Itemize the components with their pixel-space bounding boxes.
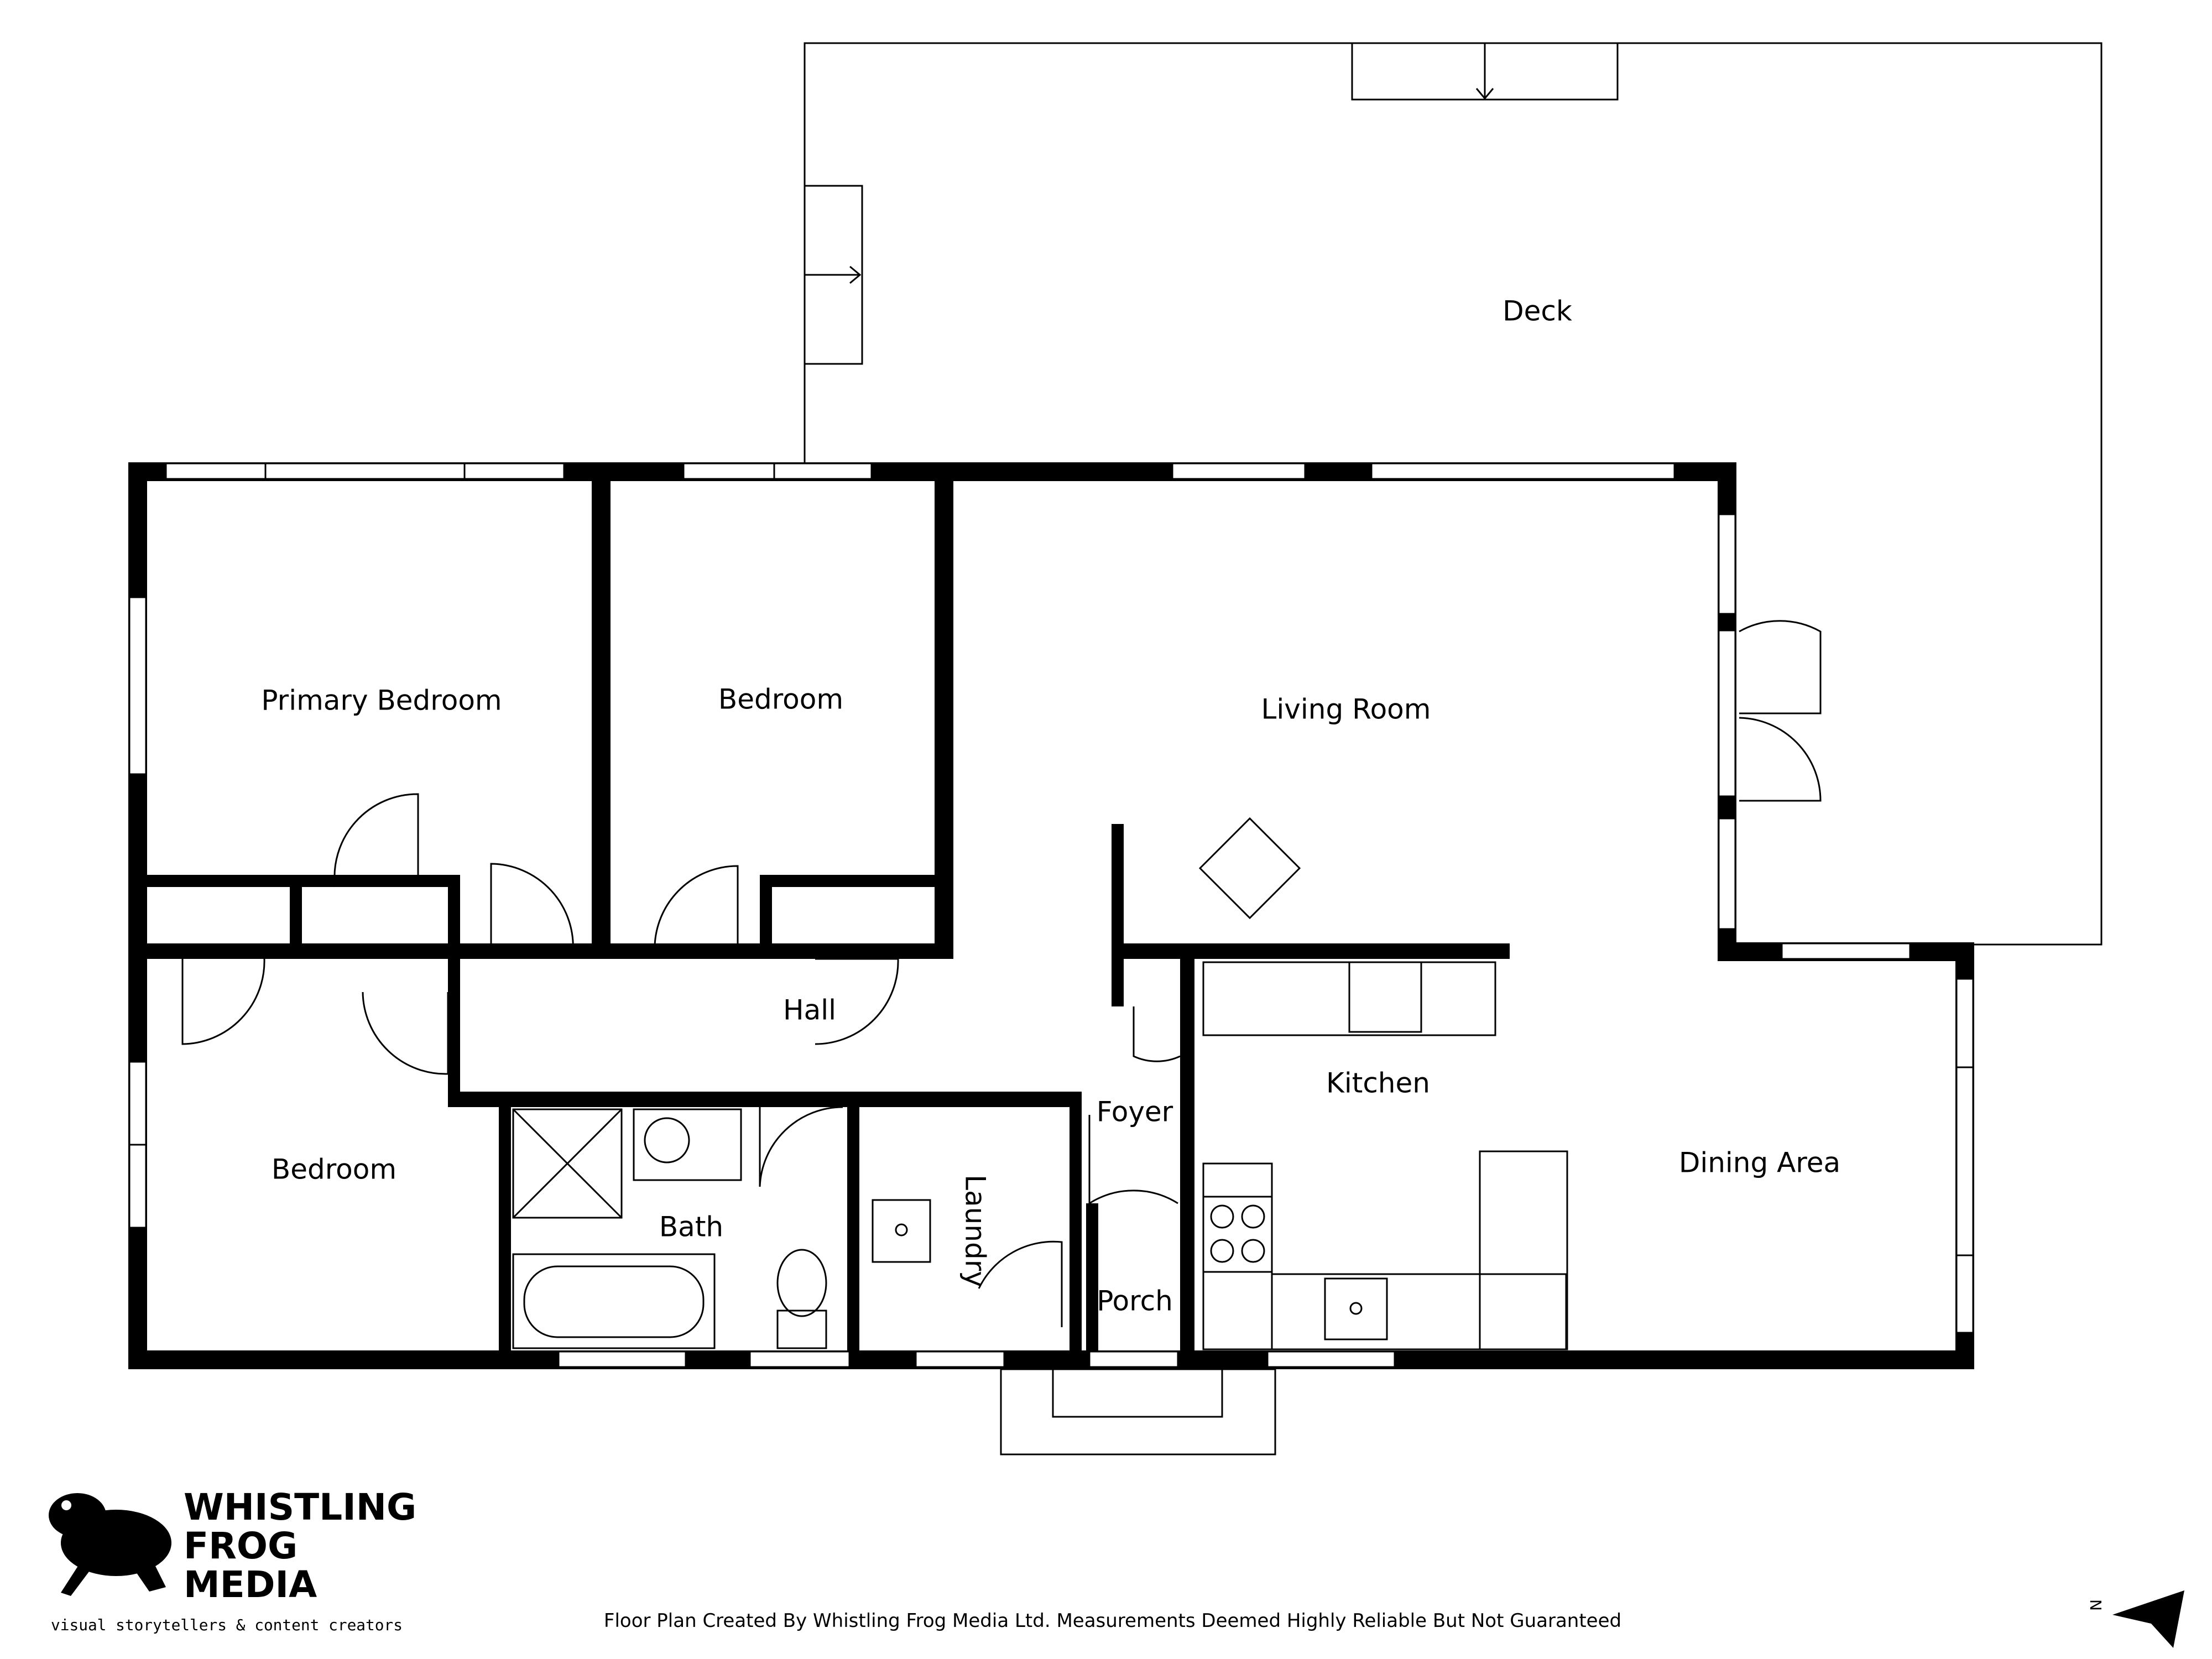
- room-label-deck: Deck: [1503, 295, 1572, 327]
- room-label-kitchen: Kitchen: [1326, 1067, 1430, 1099]
- logo-tagline: visual storytellers & content creators: [51, 1616, 403, 1634]
- room-label-primary-bedroom: Primary Bedroom: [261, 685, 502, 717]
- room-label-hall: Hall: [783, 994, 836, 1026]
- room-label-porch: Porch: [1097, 1285, 1173, 1317]
- room-label-living-room: Living Room: [1261, 693, 1431, 726]
- room-label-bath: Bath: [659, 1211, 723, 1243]
- north-arrow: N: [2086, 1590, 2184, 1648]
- room-label-foyer: Foyer: [1097, 1096, 1173, 1128]
- walls: [128, 462, 1974, 1369]
- room-label-dining-area: Dining Area: [1679, 1147, 1840, 1179]
- fixtures: [512, 817, 1568, 1350]
- north-arrow-icon: [2112, 1590, 2184, 1648]
- room-label-laundry: Laundry: [959, 1175, 992, 1287]
- room-label-bedroom-bottom: Bedroom: [272, 1154, 397, 1186]
- room-label-bedroom-top: Bedroom: [718, 684, 843, 716]
- footer-disclaimer: Floor Plan Created By Whistling Frog Med…: [604, 1610, 1621, 1632]
- windows: [128, 462, 1974, 1368]
- deck-outline: [804, 42, 2103, 946]
- doors: [181, 620, 1822, 1327]
- logo-line-3: MEDIA: [184, 1563, 317, 1606]
- frog-icon: [49, 1493, 171, 1596]
- logo-line-2: FROG: [184, 1525, 298, 1567]
- north-label: N: [2086, 1599, 2105, 1611]
- logo-line-1: WHISTLING: [184, 1486, 416, 1528]
- company-logo: WHISTLING FROG MEDIA visual storytellers…: [49, 1486, 416, 1634]
- front-steps: [1000, 1368, 1276, 1455]
